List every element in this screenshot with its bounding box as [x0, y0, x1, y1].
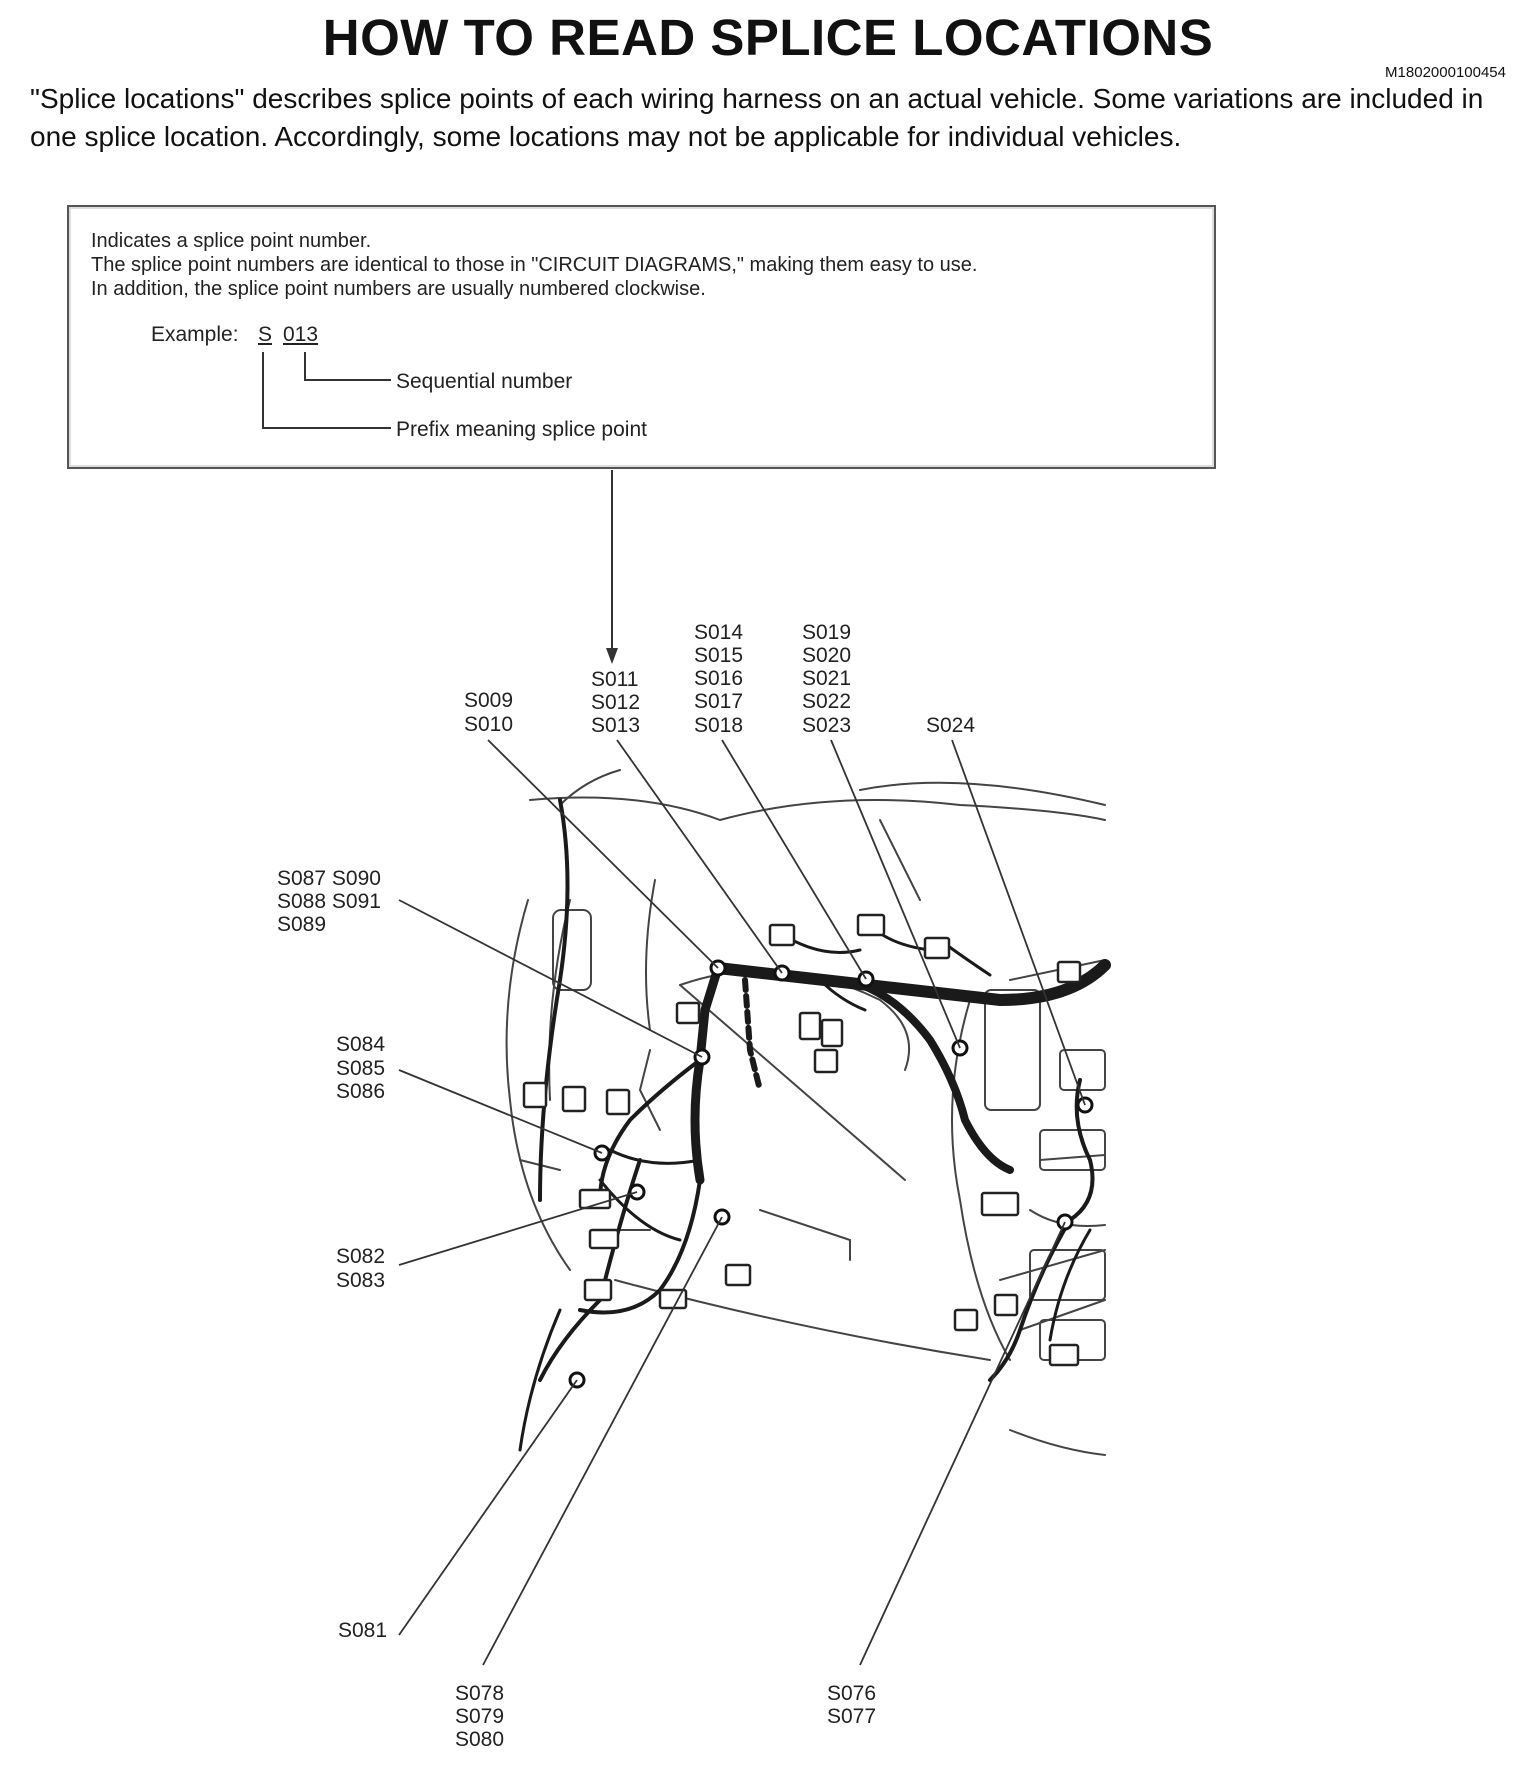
- callout-label-s009: S009: [464, 689, 513, 712]
- callout-label-s085: S085: [336, 1057, 385, 1080]
- callout-label-s021: S021: [802, 667, 851, 690]
- callout-label-s076: S076: [827, 1682, 876, 1705]
- callout-label-s023: S023: [802, 714, 851, 737]
- callout-label-s024: S024: [926, 714, 975, 737]
- callout-label-s010: S010: [464, 713, 513, 736]
- example-prefix: S: [258, 323, 273, 346]
- wiring-harness: [518, 798, 1111, 1452]
- callout-label-s012: S012: [591, 691, 640, 714]
- instrument-panel-outline: [505, 769, 1106, 1456]
- explanation-line: In addition, the splice point numbers ar…: [91, 278, 706, 300]
- pointer-arrowhead: [606, 648, 618, 664]
- explanation-line: The splice point numbers are identical t…: [91, 254, 978, 276]
- document-code: M1802000100454: [1385, 64, 1506, 81]
- callout-label-s082: S082: [336, 1245, 385, 1268]
- callout-label-s018: S018: [694, 714, 743, 737]
- example-leader-lines: [262, 352, 391, 429]
- callout-label-s022: S022: [802, 690, 851, 713]
- prefix-label: Prefix meaning splice point: [396, 418, 647, 441]
- callout-label-s019: S019: [802, 621, 851, 644]
- intro-paragraph: "Splice locations" describes splice poin…: [30, 83, 1484, 152]
- callout-label-s020: S020: [802, 644, 851, 667]
- callout-label-s013: S013: [591, 714, 640, 737]
- callout-label-s011: S011: [591, 668, 639, 691]
- callout-label-s089: S089: [277, 913, 326, 936]
- example-label: Example:: [151, 323, 239, 346]
- connectors: [522, 913, 1082, 1367]
- callout-label-s088-s091: S088 S091: [277, 890, 381, 913]
- callout-label-s087-s090: S087 S090: [277, 867, 381, 890]
- callout-label-s015: S015: [694, 644, 743, 667]
- explanation-box: Indicates a splice point number. The spl…: [67, 205, 1216, 469]
- callout-label-s080: S080: [455, 1728, 504, 1751]
- callout-label-s077: S077: [827, 1705, 876, 1728]
- callout-labels: S009 S010 S011 S012 S013 S014 S015 S016 …: [277, 621, 975, 1751]
- explanation-line: Indicates a splice point number.: [91, 230, 372, 252]
- callout-label-s017: S017: [694, 690, 743, 713]
- callout-label-s083: S083: [336, 1269, 385, 1292]
- callout-label-s084: S084: [336, 1033, 385, 1056]
- callout-label-s078: S078: [455, 1682, 504, 1705]
- callout-label-s079: S079: [455, 1705, 504, 1728]
- page-title: HOW TO READ SPLICE LOCATIONS: [322, 9, 1214, 66]
- explanation-text: Indicates a splice point number. The spl…: [91, 229, 1201, 301]
- callout-leaders: [398, 739, 1086, 1666]
- callout-label-s014: S014: [694, 621, 743, 644]
- example-sequential-number: 013: [283, 323, 319, 346]
- sequential-number-label: Sequential number: [396, 370, 573, 393]
- callout-label-s016: S016: [694, 667, 743, 690]
- callout-label-s081: S081: [338, 1619, 387, 1642]
- callout-label-s086: S086: [336, 1080, 385, 1103]
